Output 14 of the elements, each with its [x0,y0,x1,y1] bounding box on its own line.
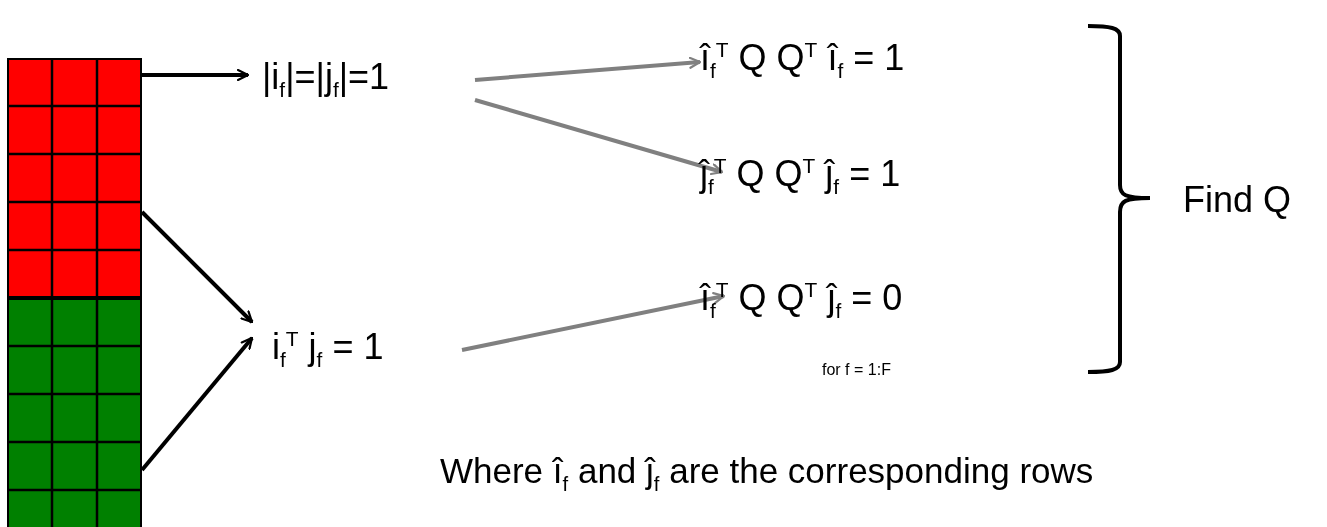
footnote-text: Where î$_{f}$ and ĵ$_{f}$ are the corresponding rows [440,450,1094,494]
arrow [474,56,702,82]
arrow [461,292,726,352]
arrow [142,68,250,82]
matrix-block [7,298,142,527]
equation-text: î$_{f}$$^{T}$ Q Q$^{T}$ ĵ$_{f}$ = 0 [700,276,1030,324]
result-text: Find Q [1183,178,1327,224]
arrow [474,98,724,176]
equation-text: ĵ$_{f}$$^{T}$ Q Q$^{T}$ ĵ$_{f}$ = 1 [700,152,1030,200]
equation-text: |i$_{f}$|=|j$_{f}$|=1 [262,55,452,101]
matrix-block [7,58,142,298]
equation-text: i$_{f}$$^{T}$ j$_{f}$ = 1 [272,325,447,371]
note-text: for f = 1:F [822,360,891,380]
equation-text: î$_{f}$$^{T}$ Q Q$^{T}$ î$_{f}$ = 1 [700,36,1030,84]
